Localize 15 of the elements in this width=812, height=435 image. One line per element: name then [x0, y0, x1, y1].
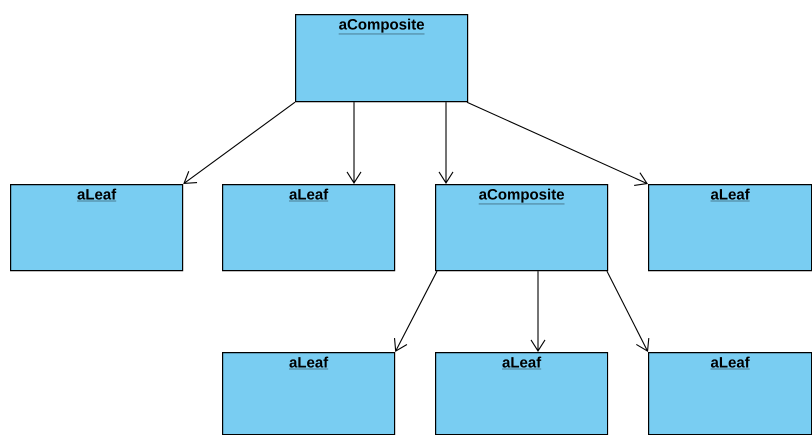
- arrow: [183, 102, 296, 184]
- object-box: aComposite: [435, 184, 608, 272]
- arrow: [346, 102, 362, 184]
- arrow: [530, 271, 546, 352]
- object-box: aLeaf: [648, 184, 812, 272]
- object-box: aLeaf: [222, 184, 396, 272]
- object-box: aLeaf: [10, 184, 184, 272]
- arrow: [438, 102, 454, 184]
- arrow: [466, 102, 648, 186]
- object-box: aLeaf: [648, 352, 812, 435]
- object-box: aLeaf: [435, 352, 608, 435]
- arrow: [394, 270, 438, 352]
- object-box: aLeaf: [222, 352, 396, 435]
- object-box: aComposite: [295, 14, 468, 102]
- arrow: [606, 270, 650, 352]
